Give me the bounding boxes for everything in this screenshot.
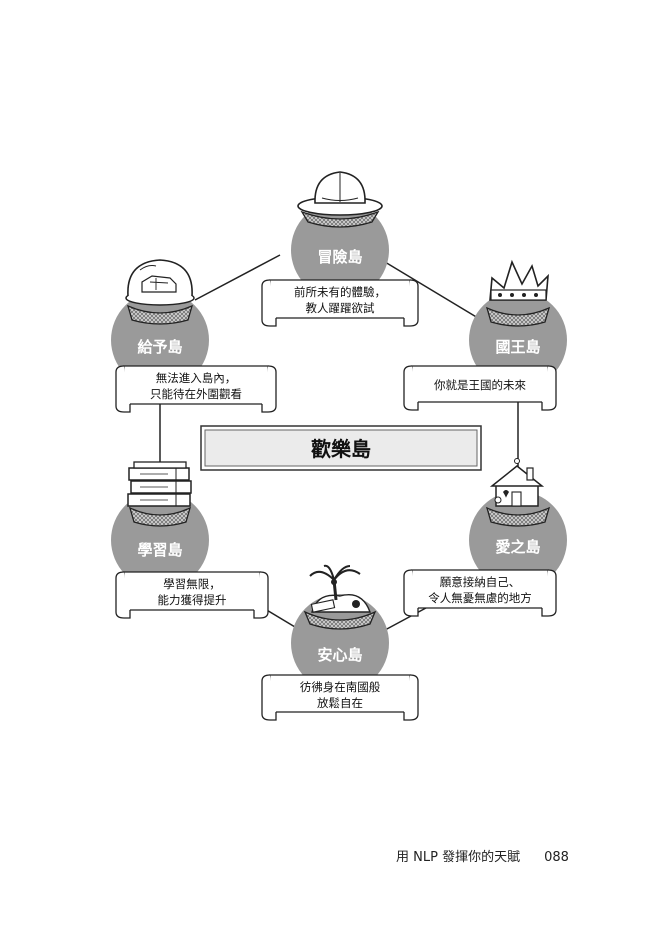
island-name: 愛之島: [495, 538, 540, 556]
scroll-banner: 學習無限， 能力獲得提升: [115, 571, 269, 619]
scroll-banner: 你就是王國的未來: [403, 365, 557, 411]
island-kingdom: 國王島 你就是王國的未來: [403, 259, 567, 411]
island-giving: 給予島 無法進入島內， 只能待在外圍觀看: [111, 259, 277, 413]
scroll-banner: 無法進入島內， 只能待在外圍觀看: [115, 365, 277, 413]
scroll-line-2: 能力獲得提升: [158, 593, 227, 607]
page-number: 088: [544, 850, 569, 865]
island-name: 安心島: [317, 646, 362, 664]
scroll-line-1: 你就是王國的未來: [434, 378, 526, 392]
island-name: 學習島: [137, 541, 182, 559]
island-name: 給予島: [137, 338, 182, 356]
scroll-line-2: 令人無憂無慮的地方: [428, 591, 532, 605]
scroll-line-2: 教人躍躍欲試: [306, 301, 375, 315]
scroll-line-2: 放鬆自在: [317, 696, 363, 710]
page-footer: 用 NLP 發揮你的天賦 088: [396, 846, 569, 865]
scroll-line-2: 只能待在外圍觀看: [150, 387, 242, 401]
scroll-line-1: 無法進入島內，: [156, 371, 237, 385]
island-name: 國王島: [495, 338, 540, 356]
crown-icon: [485, 259, 551, 327]
island-love: 愛之島 願意接納自己、 令人無憂無慮的地方: [403, 458, 567, 617]
palm-tree-icon: [303, 564, 377, 630]
island-adventure: 冒險島 前所未有的體驗， 教人躍躍欲試: [261, 171, 419, 327]
island-peace: 安心島 彷彿身在南國般 放鬆自在: [261, 564, 419, 721]
scroll-line-1: 彷彿身在南國般: [300, 680, 381, 694]
books-icon: [127, 461, 192, 527]
pith-helmet-icon: [297, 171, 383, 228]
island-name: 冒險島: [317, 248, 362, 266]
center-title: 歡樂島: [311, 437, 371, 461]
house-icon: [485, 458, 551, 527]
scroll-line-1: 學習無限，: [163, 577, 221, 591]
book-title: 用 NLP 發揮你的天賦: [396, 850, 521, 865]
glass-dome-icon: [125, 259, 195, 325]
scroll-banner: 願意接納自己、 令人無憂無慮的地方: [403, 569, 557, 617]
scroll-banner: 前所未有的體驗， 教人躍躍欲試: [261, 279, 419, 327]
scroll-line-1: 願意接納自己、: [440, 575, 521, 589]
scroll-banner: 彷彿身在南國般 放鬆自在: [261, 674, 419, 721]
island-learning: 學習島 學習無限， 能力獲得提升: [111, 461, 269, 619]
scroll-line-1: 前所未有的體驗，: [294, 285, 386, 299]
center-title-box: 歡樂島: [200, 425, 482, 471]
